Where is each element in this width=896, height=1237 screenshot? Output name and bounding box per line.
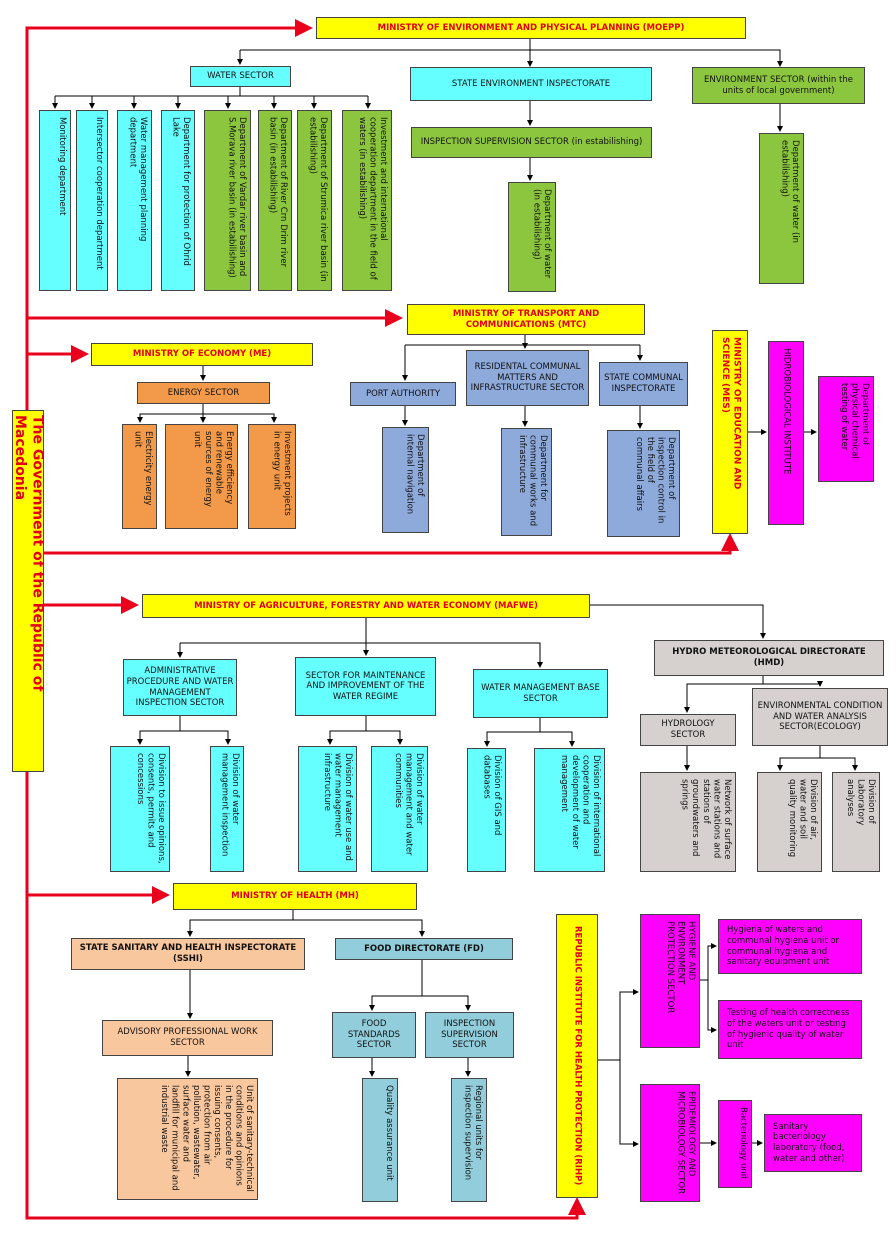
maintenance-sector: SECTOR FOR MAINTENANCE AND IMPROVEMENT O… bbox=[295, 657, 436, 716]
inspection-supervision-sector: INSPECTION SUPERVISION SECTOR (in estabi… bbox=[411, 127, 652, 158]
hmd-unit-1: Network of surface water stations and st… bbox=[640, 772, 736, 872]
mes-title: MINISTRY OF EDUCATION AND SCIENCE (MES) bbox=[712, 330, 748, 534]
division-1: Division to issue opinions, consents, pe… bbox=[110, 746, 170, 872]
energy-unit-3: Investment projects in energy unit bbox=[248, 424, 296, 529]
environment-sector: ENVIRONMENT SECTOR (within the units of … bbox=[692, 67, 865, 104]
water-sector: WATER SECTOR bbox=[190, 66, 291, 87]
energy-unit-1: Electricity energy unit bbox=[122, 424, 157, 529]
food-directorate: FOOD DIRECTORATE (FD) bbox=[335, 938, 513, 960]
dept-communal-works: Department for communal works and infras… bbox=[501, 428, 552, 536]
division-6: Division of international cooperation an… bbox=[534, 748, 605, 872]
dept-inspection-control: Department of inspection control in the … bbox=[607, 430, 680, 537]
water-dept-5: Department of Vardar river basin and S.M… bbox=[204, 110, 251, 291]
water-dept-6: Department of River Crn Drim river basin… bbox=[258, 110, 292, 291]
water-dept-3: Water management planning department bbox=[117, 110, 152, 291]
state-communal-inspectorate: STATE COMMUNAL INSPECTORATE bbox=[599, 362, 688, 406]
government-box: The Government of the Republic of Macedo… bbox=[12, 410, 44, 772]
mafwe-title: MINISTRY OF AGRICULTURE, FORESTRY AND WA… bbox=[142, 594, 590, 618]
water-dept-1: Monitoring department bbox=[39, 110, 71, 291]
bacteriology-unit: Bacteriology unit bbox=[718, 1100, 752, 1188]
me-title: MINISTRY OF ECONOMY (ME) bbox=[91, 343, 313, 366]
water-dept-7: Department of Strumica river basin (in e… bbox=[297, 110, 332, 291]
energy-sector: ENERGY SECTOR bbox=[137, 382, 270, 404]
hydrology-sector: HYDROLOGY SECTOR bbox=[640, 714, 736, 746]
division-3: Division of water use and water manageme… bbox=[298, 746, 357, 872]
food-standards-sector: FOOD STANDARDS SECTOR bbox=[332, 1012, 416, 1058]
hmd-title: HYDRO METEOROLOGICAL DIRECTORATE (HMD) bbox=[654, 640, 884, 676]
testing-unit: Testing of health correctness of the wat… bbox=[718, 1000, 862, 1059]
water-dept-2: Intersector cooperation department bbox=[76, 110, 108, 291]
sshi: STATE SANITARY AND HEALTH INSPECTORATE (… bbox=[71, 938, 305, 970]
sanitary-lab: Sanitary bacteriology laboratory (food, … bbox=[764, 1114, 862, 1172]
state-env-inspectorate: STATE ENVIRONMENT INSPECTORATE bbox=[410, 67, 652, 101]
epidemiology-sector: EPIDEMIOLOGY AND MICROBIOLOGY SECTOR bbox=[640, 1084, 700, 1202]
hidrobiological-institute: HIDROBIOLOGICAL INSTITUTE bbox=[768, 341, 804, 525]
dept-physical-chemical: Department of physical chemical testing … bbox=[818, 376, 874, 482]
admin-procedure-sector: ADMINISTRATIVE PROCEDURE AND WATER MANAG… bbox=[123, 659, 237, 716]
residental-sector: RESIDENTAL COMMUNAL MATTERS AND INFRASTR… bbox=[466, 350, 589, 406]
dept-water-env: Department of water (in estabilishing) bbox=[759, 133, 804, 284]
moepp-title: MINISTRY OF ENVIRONMENT AND PHYSICAL PLA… bbox=[316, 17, 746, 39]
env-condition-sector: ENVIRONMENTAL CONDITION AND WATER ANALYS… bbox=[752, 688, 888, 746]
mtc-title: MINISTRY OF TRANSPORT AND COMMUNICATIONS… bbox=[407, 304, 645, 335]
division-4: Division of water management and water c… bbox=[371, 746, 428, 872]
division-2: Division of water management inspection bbox=[210, 746, 244, 872]
port-authority: PORT AUTHORITY bbox=[350, 382, 456, 406]
hmd-unit-3: Division of Laboratory analyses bbox=[832, 772, 880, 872]
dept-water-inspection: Department of water (in estabilishing) bbox=[508, 182, 556, 292]
advisory-sector: ADVISORY PROFESSIONAL WORK SECTOR bbox=[102, 1020, 273, 1056]
hygiene-unit: Hygiena of waters and communal hygiena u… bbox=[718, 919, 862, 974]
hygiene-sector: HYGIENE AND ENVIRONMENT PROTECTION SECTO… bbox=[640, 914, 700, 1048]
quality-assurance-unit: Quality assurance unit bbox=[362, 1078, 398, 1202]
water-dept-4: Department for protection of Ohrid Lake bbox=[161, 110, 195, 291]
dept-internal-navigation: Department of internal navigation bbox=[382, 427, 429, 533]
hmd-unit-2: Division of air, water and soil quality … bbox=[757, 772, 822, 872]
regional-units: Regional units for inspection supervisio… bbox=[451, 1078, 487, 1202]
water-dept-8: Investment and international cooperation… bbox=[342, 110, 392, 291]
sanitary-unit: Unit of sanitary-technical conditions an… bbox=[117, 1078, 258, 1200]
water-base-sector: WATER MANAGEMENT BASE SECTOR bbox=[473, 669, 608, 718]
rihp: REPUBLIC INSTITUTE FOR HEALTH PROTECTION… bbox=[556, 914, 598, 1198]
mh-title: MINISTRY OF HEALTH (MH) bbox=[173, 883, 417, 910]
inspection-supervision-fd: INSPECTION SUPERVISION SECTOR bbox=[425, 1012, 514, 1058]
energy-unit-2: Energy efficiency and renewable sources … bbox=[165, 424, 238, 529]
division-5: Division of GIS and databases bbox=[467, 748, 506, 872]
